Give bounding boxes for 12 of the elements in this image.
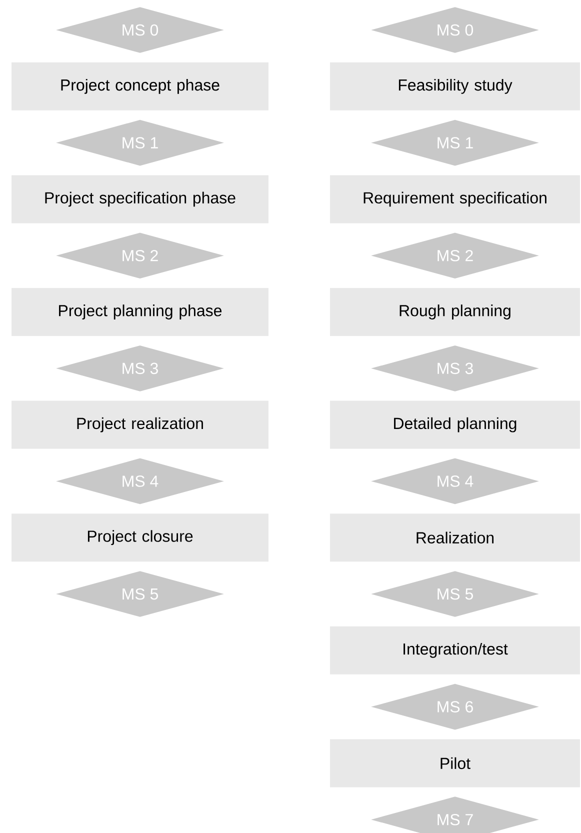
phase-box: Project closure [12,514,268,562]
phase-box: Rough planning [330,288,580,336]
phase-box: Integration/test [330,626,580,674]
phase-box: Project realization [12,400,268,449]
phase-box: Pilot [330,739,580,788]
phase-box: Detailed planning [330,400,580,449]
phase-box: Project concept phase [12,62,268,110]
phase-box: Realization [330,514,580,562]
phase-box: Project specification phase [12,175,268,224]
phase-box: Project planning phase [12,288,268,336]
phase-box: Feasibility study [330,62,580,110]
phase-box: Requirement specification [330,175,580,224]
